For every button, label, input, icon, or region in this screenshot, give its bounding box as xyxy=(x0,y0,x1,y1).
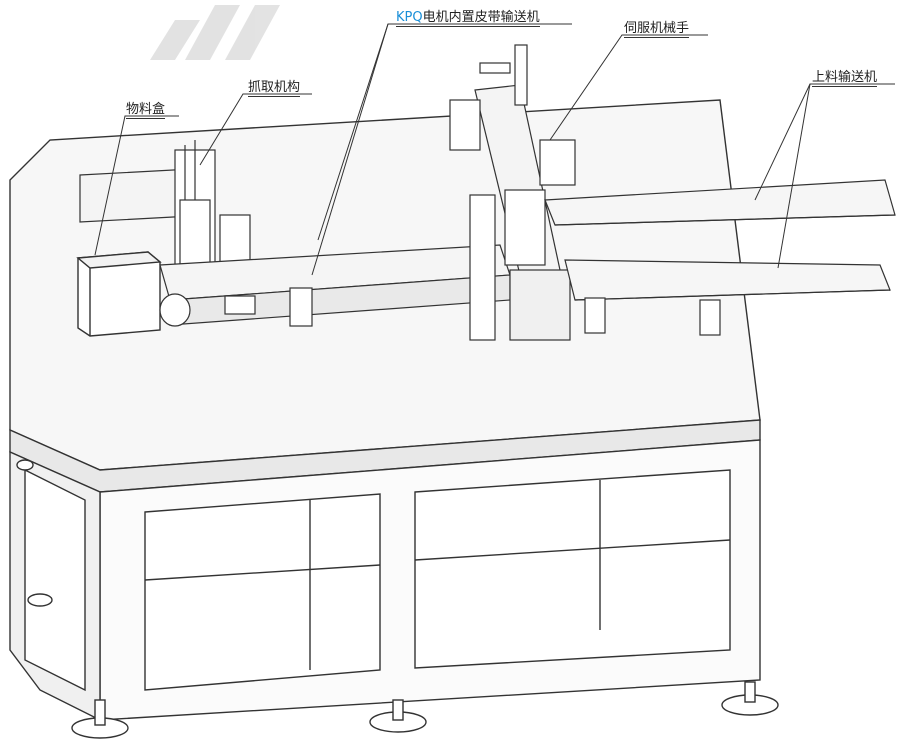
callout-material-box: 物料盒 xyxy=(126,98,166,119)
callout-grab-mechanism: 抓取机构 xyxy=(248,76,301,97)
callout-kpq-prefix: KPQ xyxy=(396,10,423,25)
callout-lines xyxy=(94,23,895,276)
feeding-conveyors xyxy=(544,179,896,336)
servo-manipulator xyxy=(449,44,576,341)
material-box xyxy=(76,251,162,337)
callout-servo-manipulator: 伺服机械手 xyxy=(624,17,690,38)
frame-window-right xyxy=(414,469,731,669)
machine-feet xyxy=(16,459,779,739)
callout-belt-conveyor: KPQ电机内置皮带输送机 xyxy=(396,6,540,27)
callout-conveyor-suffix: 电机内置皮带输送机 xyxy=(422,10,540,25)
frame-window-side xyxy=(24,468,86,692)
frame-window-left xyxy=(144,493,381,691)
callout-feeding-conveyor: 上料输送机 xyxy=(812,66,878,87)
grab-mechanism xyxy=(79,140,251,276)
